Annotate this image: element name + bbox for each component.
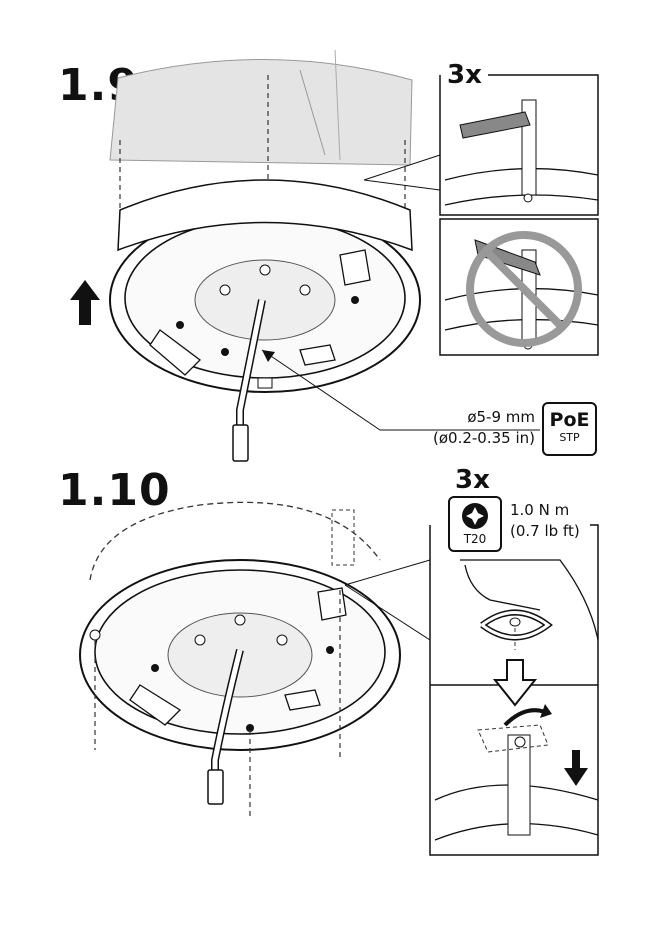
torx-tool-badge: T20 xyxy=(448,496,502,552)
rj45-connector-2 xyxy=(208,770,223,804)
rotate-arrow-icon xyxy=(505,710,545,725)
torque-nm: 1.0 N m xyxy=(510,500,580,521)
torque-spec: 1.0 N m (0.7 lb ft) xyxy=(510,500,580,542)
torx-icon xyxy=(450,498,500,532)
next-down-arrow-icon xyxy=(495,660,535,705)
torque-lbft: (0.7 lb ft) xyxy=(510,521,580,542)
push-down-arrow-icon xyxy=(564,750,588,786)
torx-size: T20 xyxy=(450,532,500,546)
